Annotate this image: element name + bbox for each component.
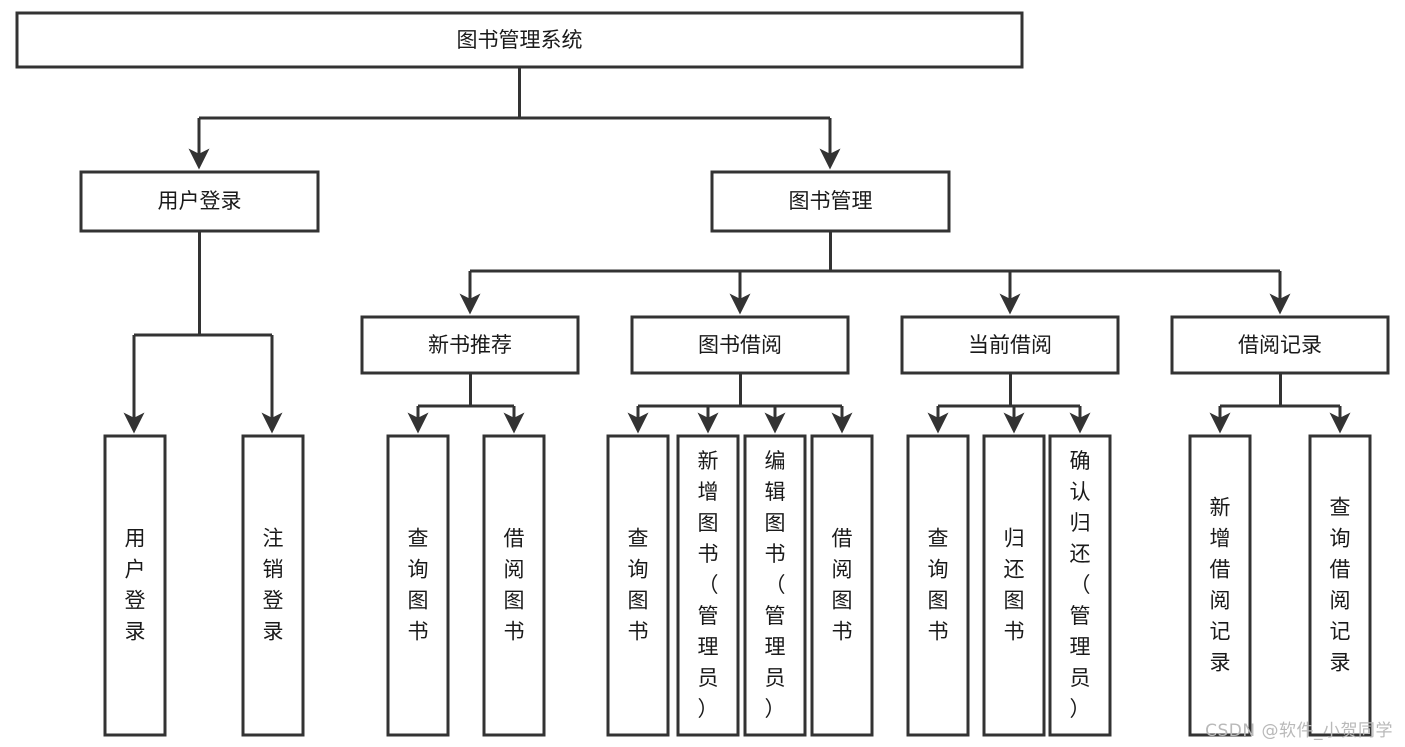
leaf-node[interactable]: 借阅图书 [482, 434, 546, 737]
leaf-node-label: 注销登录 [263, 527, 284, 644]
node-current-borrow[interactable]: 当前借阅 [900, 315, 1120, 375]
leaf-node-label: 借阅图书 [504, 527, 525, 644]
node-book-management-label: 图书管理 [789, 189, 873, 213]
leaf-node-label: 查询借阅记录 [1330, 496, 1351, 675]
leaf-node-box[interactable] [241, 434, 305, 737]
leaf-node[interactable]: 查询图书 [606, 434, 670, 737]
leaf-node-box[interactable] [103, 434, 167, 737]
connector-layer [123, 67, 1351, 434]
leaf-node-label: 借阅图书 [832, 527, 853, 644]
leaf-node[interactable]: 确认归还（管理员） [1048, 434, 1112, 737]
leaf-node-box[interactable] [676, 434, 740, 737]
leaf-node[interactable]: 新增图书（管理员） [676, 434, 740, 737]
leaf-node-label: 查询图书 [408, 527, 429, 644]
node-book-borrow-box[interactable] [630, 315, 850, 375]
leaf-node-box[interactable] [810, 434, 874, 737]
leaf-node[interactable]: 用户登录 [103, 434, 167, 737]
leaf-node-box[interactable] [982, 434, 1046, 737]
leaf-node[interactable]: 查询图书 [386, 434, 450, 737]
leaf-node[interactable]: 归还图书 [982, 434, 1046, 737]
leaf-node-label: 归还图书 [1004, 527, 1025, 644]
leaf-node-box[interactable] [1188, 434, 1252, 737]
node-root-box[interactable] [15, 11, 1024, 69]
node-current-borrow-label: 当前借阅 [968, 333, 1052, 357]
node-new-book-recommend-box[interactable] [360, 315, 580, 375]
leaf-node[interactable]: 编辑图书（管理员） [743, 434, 807, 737]
leaf-node-label: 用户登录 [125, 527, 146, 644]
leaf-node-label: 查询图书 [628, 527, 649, 644]
leaf-node[interactable]: 借阅图书 [810, 434, 874, 737]
leaf-node[interactable]: 查询图书 [906, 434, 970, 737]
leaf-node-label: 新增借阅记录 [1210, 496, 1231, 675]
node-borrow-records[interactable]: 借阅记录 [1170, 315, 1390, 375]
leaf-node[interactable]: 注销登录 [241, 434, 305, 737]
leaf-node-box[interactable] [386, 434, 450, 737]
node-root[interactable]: 图书管理系统 [15, 11, 1024, 69]
leaf-node-box[interactable] [1308, 434, 1372, 737]
leaf-node-label: 编辑图书（管理员） [765, 449, 786, 721]
node-borrow-records-label: 借阅记录 [1238, 333, 1322, 357]
node-user-login-box[interactable] [79, 170, 320, 233]
leaf-node-box[interactable] [906, 434, 970, 737]
node-user-login[interactable]: 用户登录 [79, 170, 320, 233]
leaf-node-label: 查询图书 [928, 527, 949, 644]
node-new-book-recommend[interactable]: 新书推荐 [360, 315, 580, 375]
leaf-node-box[interactable] [1048, 434, 1112, 737]
node-user-login-label: 用户登录 [158, 189, 242, 213]
leaf-node-box[interactable] [743, 434, 807, 737]
leaf-node-box[interactable] [606, 434, 670, 737]
node-borrow-records-box[interactable] [1170, 315, 1390, 375]
node-book-management-box[interactable] [710, 170, 951, 233]
node-new-book-recommend-label: 新书推荐 [428, 333, 512, 357]
leaf-node-label: 确认归还（管理员） [1070, 449, 1091, 721]
node-book-management[interactable]: 图书管理 [710, 170, 951, 233]
leaf-node-layer: 用户登录 注销登录 查询图书 借阅图书 查询图书 新增图书（管理员） 编辑图书（管理员） 借阅… [103, 434, 1372, 737]
leaf-node[interactable]: 查询借阅记录 [1308, 434, 1372, 737]
node-book-borrow-label: 图书借阅 [698, 333, 782, 357]
leaf-node-label: 新增图书（管理员） [698, 449, 719, 721]
node-current-borrow-box[interactable] [900, 315, 1120, 375]
node-book-borrow[interactable]: 图书借阅 [630, 315, 850, 375]
node-root-label: 图书管理系统 [457, 28, 583, 52]
leaf-node[interactable]: 新增借阅记录 [1188, 434, 1252, 737]
leaf-node-box[interactable] [482, 434, 546, 737]
